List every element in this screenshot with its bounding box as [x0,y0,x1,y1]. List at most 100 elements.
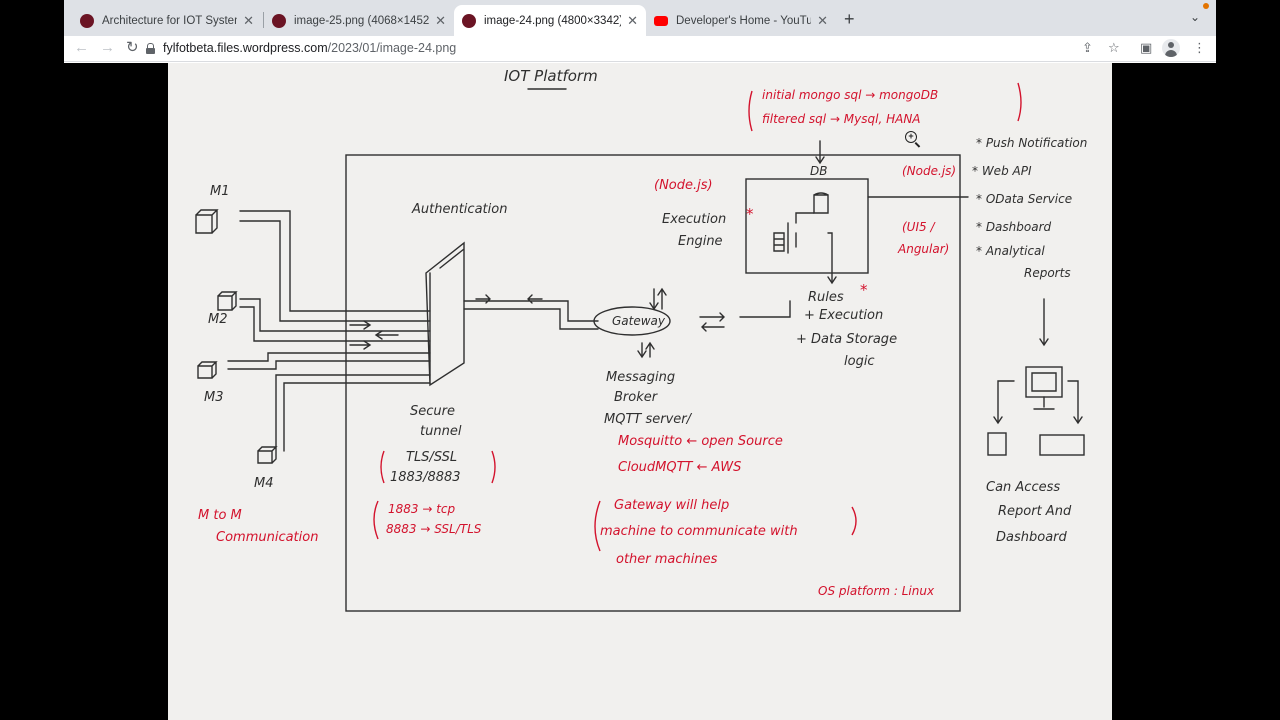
gateway-right-arrows-icon [699,312,725,332]
access-line1: Can Access [986,480,1060,495]
machine-m4-icon [257,446,278,464]
ui-line1: (UI5 / [902,220,936,234]
iot-diagram: IOT Platform M1 M2 M3 M4 Authentication … [195,67,1087,612]
tab-image-24[interactable]: image-24.png (4800×3342) ✕ [454,5,646,36]
share-icon[interactable]: ⇪ [1082,40,1093,55]
service-analytical: * Analytical [976,244,1045,258]
tab-title: image-25.png (4068×1452) [294,14,430,27]
wire-m3b [227,360,431,370]
tab-title: Architecture for IOT System – F [102,14,237,27]
tls-ports-label: 1883/8883 [390,470,461,485]
close-icon[interactable]: ✕ [627,12,638,28]
close-icon[interactable]: ✕ [817,12,828,28]
machine-m3-icon [197,361,218,379]
rules-line3: + Data Storage [796,332,897,347]
db-note-bracket [748,90,753,132]
access-arrow-left [993,380,1015,425]
rules-asterisk: * [860,281,868,299]
reload-icon[interactable]: ↻ [126,39,139,56]
gateway-note-line3: other machines [616,552,718,567]
access-line2: Report And [998,504,1072,519]
close-icon[interactable]: ✕ [243,12,254,28]
new-tab-icon[interactable]: + [844,9,855,29]
wire-m4b [283,382,431,452]
db-note-bracket-close [1017,82,1022,122]
label-m4: M4 [254,476,274,491]
engine-server-icon [773,232,785,252]
gateway-note-line2: machine to communicate with [600,524,798,539]
diagram-title: IOT Platform [504,67,598,85]
site-favicon-icon [462,13,476,28]
services-down-arrow-icon [1039,298,1049,347]
access-arrow-right [1067,380,1083,425]
broker-line2: Broker [614,390,659,405]
url-path: /2023/01/image-24.png [327,41,457,55]
tab-architecture[interactable]: Architecture for IOT System – F ✕ [72,5,262,36]
gateway-down-arrows-icon [637,341,655,359]
node-right-label: (Node.js) [902,164,956,178]
ports-bracket [373,500,379,540]
arrow-right-icon[interactable]: → [100,39,115,56]
avatar[interactable] [1162,39,1180,57]
image-viewport: IOT Platform M1 M2 M3 M4 Authentication … [64,63,1216,720]
label-m1: M1 [210,184,230,199]
gateway-up-arrows-icon [649,287,667,311]
engine-label-line2: Engine [678,234,723,249]
gateway-note-line1: Gateway will help [614,498,729,513]
chevron-down-icon[interactable]: ⌄ [1190,10,1201,24]
wire-m2 [239,298,431,332]
tab-youtube[interactable]: Developer's Home - YouTube ✕ [646,5,836,36]
execution-engine-box [745,178,869,274]
ports-line2: 8883 → SSL/TLS [386,522,482,536]
rules-line4: logic [844,354,875,369]
tunnel-label-line2: tunnel [420,424,462,439]
tls-bracket-close [491,450,496,484]
label-m2: M2 [208,312,228,327]
close-icon[interactable]: ✕ [435,12,446,28]
zoom-in-icon[interactable]: + [905,131,917,143]
browser-toolbar: ← → ↻ fylfotbeta.files.wordpress.com /20… [64,36,1216,62]
star-icon[interactable]: ☆ [1108,40,1120,55]
tls-label: TLS/SSL [406,450,457,465]
rules-line1: Rules [808,290,844,305]
phone-icon [987,432,1007,456]
access-line3: Dashboard [996,530,1068,545]
m2m-line1: M to M [198,508,242,523]
service-dashboard: * Dashboard [976,220,1052,234]
tab-image-25[interactable]: image-25.png (4068×1452) ✕ [264,5,454,36]
site-favicon-icon [80,13,94,28]
tls-bracket-open [380,450,385,484]
gateway-note-bracket-close [851,506,857,536]
monitor-stand [1031,372,1057,410]
tab-separator [263,12,264,28]
ports-line1: 1883 → tcp [388,502,456,516]
arrow-left-icon[interactable]: ← [74,39,89,56]
service-odata: * OData Service [976,192,1072,206]
lock-icon[interactable] [146,42,155,54]
wire-m2b [239,306,431,342]
site-favicon-icon [272,13,286,28]
wire-m3 [227,352,431,362]
db-note-line2: filtered sql → Mysql, HANA [762,112,921,126]
gateway-note-bracket [594,500,601,552]
nodejs-label: (Node.js) [654,178,713,193]
engine-down-arrow-icon [827,276,837,285]
gateway-to-rules [739,300,791,318]
mqtt-line2: CloudMQTT ← AWS [618,460,741,475]
wire-m1 [239,210,431,312]
gateway-label: Gateway [612,314,666,328]
m2m-line2: Communication [216,530,318,545]
authentication-label: Authentication [411,202,507,217]
db-label: DB [810,164,827,178]
tab-title: image-24.png (4800×3342) [484,14,622,27]
secure-tunnel-icon [425,241,465,387]
tab-title: Developer's Home - YouTube [676,14,812,27]
kebab-menu-icon[interactable]: ⋮ [1193,40,1206,55]
service-push: * Push Notification [976,136,1087,150]
youtube-icon [654,15,668,26]
address-bar[interactable]: fylfotbeta.files.wordpress.com /2023/01/… [146,37,456,59]
side-panel-icon[interactable]: ▣ [1140,40,1153,55]
laptop-icon [1039,434,1085,456]
broker-line3: MQTT server/ [604,412,693,427]
diagram-image[interactable]: IOT Platform M1 M2 M3 M4 Authentication … [168,63,1112,720]
